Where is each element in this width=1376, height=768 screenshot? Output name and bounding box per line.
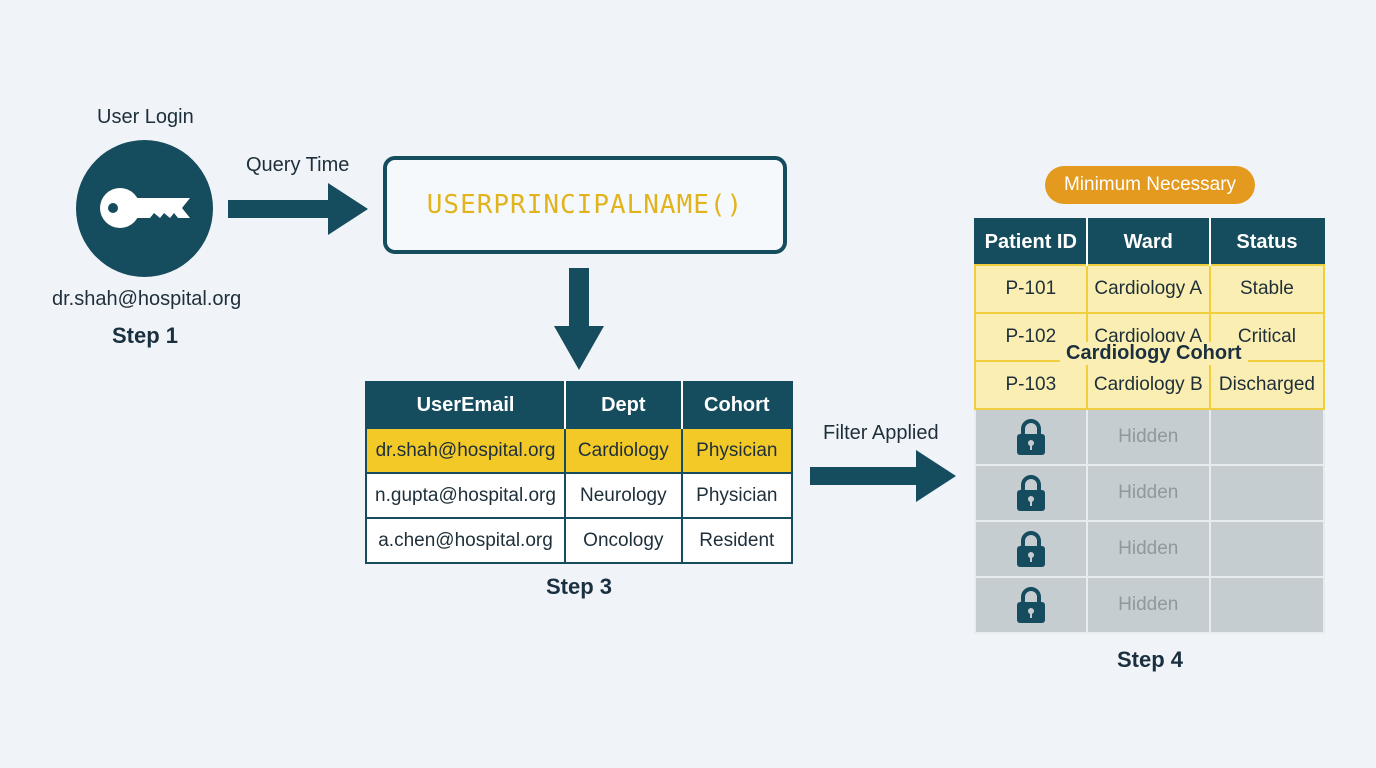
- empty-cell: [1208, 464, 1326, 522]
- table-row: a.chen@hospital.org Oncology Resident: [364, 517, 794, 564]
- step-1-label: Step 1: [112, 323, 179, 348]
- table-cell: Cardiology B: [1085, 360, 1211, 410]
- key-circle: [76, 140, 213, 277]
- cohort-label: Cardiology Cohort: [1060, 342, 1248, 365]
- hidden-cell: Hidden: [1085, 464, 1211, 522]
- table-cell: Oncology: [564, 517, 683, 564]
- down-arrow-icon: [554, 268, 604, 370]
- user-email-label: dr.shah@hospital.org: [52, 288, 242, 310]
- hidden-cell: Hidden: [1085, 576, 1211, 634]
- user-cohort-table: UserEmail Dept Cohort dr.shah@hospital.o…: [364, 381, 794, 564]
- query-time-label: Query Time: [246, 154, 350, 176]
- empty-cell: [1208, 408, 1326, 466]
- filter-applied-label: Filter Applied: [823, 422, 939, 444]
- table-cell: Stable: [1208, 264, 1326, 314]
- column-header: Ward: [1086, 219, 1211, 265]
- function-text: USERPRINCIPALNAME(): [426, 190, 744, 220]
- table-cell: P-101: [974, 264, 1088, 314]
- table-cell: Physician: [680, 472, 794, 519]
- patient-table: Patient ID Ward Status P-101 Cardiology …: [974, 218, 1326, 634]
- table-header-row: UserEmail Dept Cohort: [366, 382, 792, 428]
- lock-cell: [974, 408, 1088, 466]
- minimum-necessary-badge: Minimum Necessary: [1045, 166, 1255, 204]
- right-arrow-icon: [228, 183, 368, 235]
- lock-icon: [1016, 587, 1045, 623]
- table-cell: n.gupta@hospital.org: [364, 472, 567, 519]
- table-cell: Cardiology: [564, 427, 683, 474]
- table-row-highlighted: dr.shah@hospital.org Cardiology Physicia…: [364, 427, 794, 474]
- hidden-cell: Hidden: [1085, 408, 1211, 466]
- table-row-hidden: Hidden: [974, 576, 1326, 634]
- table-cell: Physician: [680, 427, 794, 474]
- lock-icon: [1016, 419, 1045, 455]
- table-cell: a.chen@hospital.org: [364, 517, 567, 564]
- table-row-hidden: Hidden: [974, 464, 1326, 522]
- column-header: Cohort: [681, 382, 792, 428]
- table-row: n.gupta@hospital.org Neurology Physician: [364, 472, 794, 519]
- table-cell: Resident: [680, 517, 794, 564]
- empty-cell: [1208, 576, 1326, 634]
- table-cell: dr.shah@hospital.org: [364, 427, 567, 474]
- lock-icon: [1016, 531, 1045, 567]
- table-cell: Cardiology A: [1085, 264, 1211, 314]
- step-4-label: Step 4: [1117, 647, 1184, 672]
- empty-cell: [1208, 520, 1326, 578]
- table-cell: P-103: [974, 360, 1088, 410]
- table-row-hidden: Hidden: [974, 520, 1326, 578]
- step-3-label: Step 3: [546, 574, 613, 599]
- lock-cell: [974, 464, 1088, 522]
- lock-icon: [1016, 475, 1045, 511]
- table-row-visible: P-101 Cardiology A Stable: [974, 264, 1326, 314]
- table-header-row: Patient ID Ward Status: [975, 219, 1324, 265]
- table-row-visible: P-103 Cardiology B Discharged: [974, 360, 1326, 410]
- key-icon: [100, 188, 190, 228]
- table-cell: Discharged: [1208, 360, 1326, 410]
- column-header: Dept: [565, 382, 683, 428]
- right-arrow-icon: [810, 450, 956, 502]
- table-row-hidden: Hidden: [974, 408, 1326, 466]
- hidden-cell: Hidden: [1085, 520, 1211, 578]
- lock-cell: [974, 576, 1088, 634]
- function-box: USERPRINCIPALNAME(): [383, 156, 787, 254]
- column-header: UserEmail: [366, 382, 567, 428]
- column-header: Status: [1209, 219, 1324, 265]
- lock-cell: [974, 520, 1088, 578]
- column-header: Patient ID: [975, 219, 1088, 265]
- user-login-label: User Login: [97, 106, 194, 128]
- table-cell: Neurology: [564, 472, 683, 519]
